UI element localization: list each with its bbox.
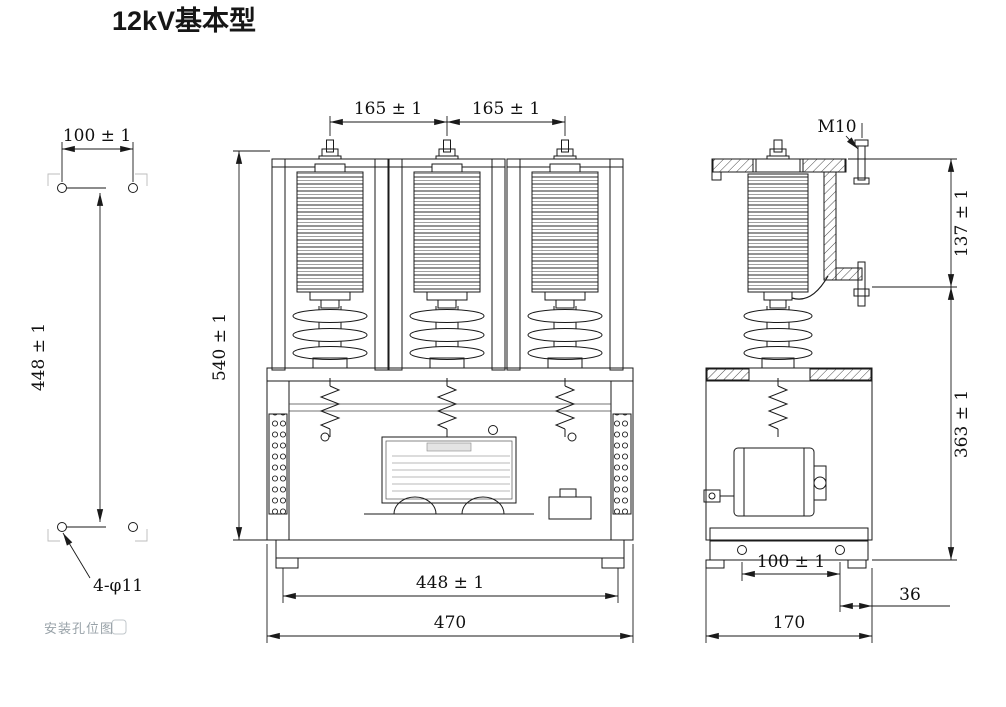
dim-front-hole-span: 448 ± 1	[416, 573, 484, 593]
dim-mounting-width: 100 ± 1	[63, 126, 131, 146]
side-mounting-hole-right	[835, 545, 845, 555]
front-chassis	[266, 367, 634, 569]
dim-side-thread: M10	[817, 117, 856, 137]
mounting-holes	[57, 183, 138, 532]
dim-mounting-height: 448 ± 1	[29, 323, 49, 391]
flexible-connector	[791, 275, 829, 300]
mounting-hole-view: 100 ± 1 448 ± 1 4-φ11 安装孔位图	[29, 126, 148, 636]
mechanism-motor	[733, 447, 827, 517]
dim-side-lower-height: 363 ± 1	[952, 390, 972, 458]
front-pole-middle	[388, 139, 506, 371]
side-bracket	[823, 171, 837, 281]
dim-front-overall-width: 470	[434, 613, 466, 633]
front-pole-left	[271, 139, 389, 371]
side-view: M10 137 ± 1 363 ± 1 100 ± 1 36 170	[703, 117, 972, 643]
front-terminal-strip-right	[612, 413, 632, 515]
dim-side-upper-height: 137 ± 1	[952, 189, 972, 257]
front-spring-right	[555, 377, 575, 438]
m10-bolts	[853, 139, 870, 307]
dim-side-hole-span: 100 ± 1	[757, 552, 825, 572]
watermark-stamp-icon	[111, 619, 127, 635]
dim-front-pitch-right: 165 ± 1	[472, 99, 540, 119]
mounting-caption: 安装孔位图	[44, 621, 114, 636]
front-terminal-strip-left	[268, 413, 288, 515]
side-mounting-hole-left	[737, 545, 747, 555]
side-chassis	[703, 367, 873, 569]
dim-front-height: 540 ± 1	[210, 313, 230, 381]
dim-side-edge-offset: 36	[899, 585, 921, 605]
dim-mounting-holes: 4-φ11	[93, 576, 143, 596]
front-spring-middle	[437, 377, 457, 438]
aux-component	[548, 496, 592, 520]
mechanism-drum-right	[461, 496, 505, 515]
front-dim-lines	[233, 116, 634, 643]
front-pole-right	[506, 139, 624, 371]
nameplate	[381, 436, 517, 504]
side-latch	[703, 489, 734, 503]
mounting-dim-lines	[61, 142, 134, 579]
side-spring	[768, 377, 788, 438]
dim-front-pitch-left: 165 ± 1	[354, 99, 422, 119]
front-view: 165 ± 1 165 ± 1 540 ± 1 448 ± 1 470	[210, 99, 634, 643]
front-spring-left	[320, 377, 340, 438]
mechanism-drum-left	[393, 496, 437, 515]
page-title: 12kV基本型	[112, 6, 256, 36]
side-pole	[711, 139, 870, 369]
dim-side-overall-depth: 170	[773, 613, 805, 633]
side-dim-lines	[705, 123, 957, 643]
mounting-outline-corners	[47, 173, 148, 542]
